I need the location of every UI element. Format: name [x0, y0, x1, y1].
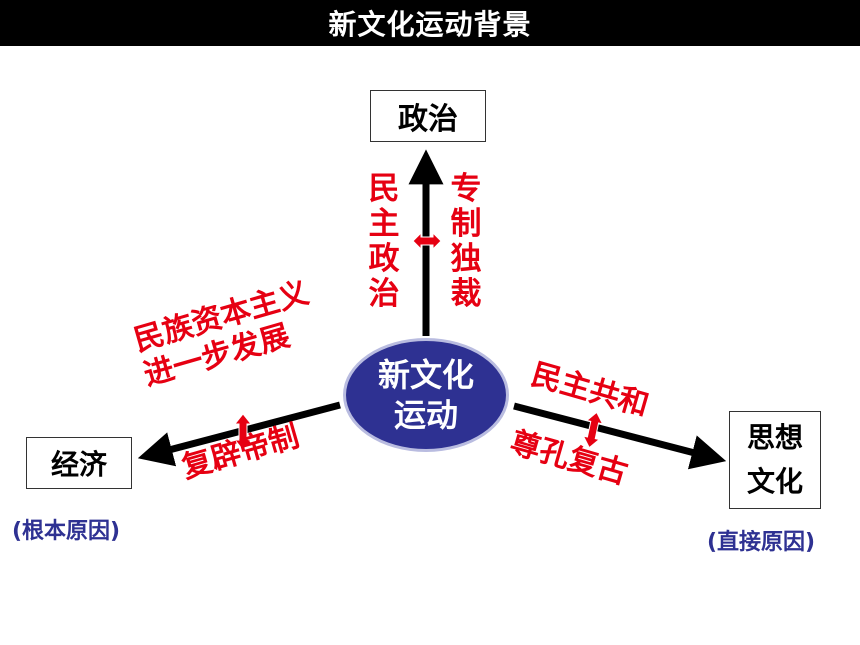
note-root-cause: (根本原因) [12, 519, 121, 544]
center-line2: 运动 [393, 396, 458, 434]
label-democracy: 民主政治 [368, 171, 400, 312]
label-autocracy: 专制独裁 [450, 171, 482, 312]
center-node: 新文化 运动 [343, 338, 509, 452]
culture-box: 思想 文化 [729, 411, 821, 509]
contrast-arrow-politics [412, 231, 442, 251]
culture-box-line2: 文化 [746, 465, 803, 498]
center-line1: 新文化 [377, 356, 474, 394]
economy-box: 经济 [26, 437, 132, 489]
note-direct-cause: (直接原因) [707, 530, 816, 555]
politics-box: 政治 [370, 90, 486, 142]
page-title: 新文化运动背景 [0, 0, 860, 46]
contrast-arrow-culture [582, 411, 604, 449]
arrow-to-culture [513, 402, 727, 470]
contrast-arrow-economy [233, 413, 253, 451]
culture-box-line1: 思想 [746, 421, 803, 454]
